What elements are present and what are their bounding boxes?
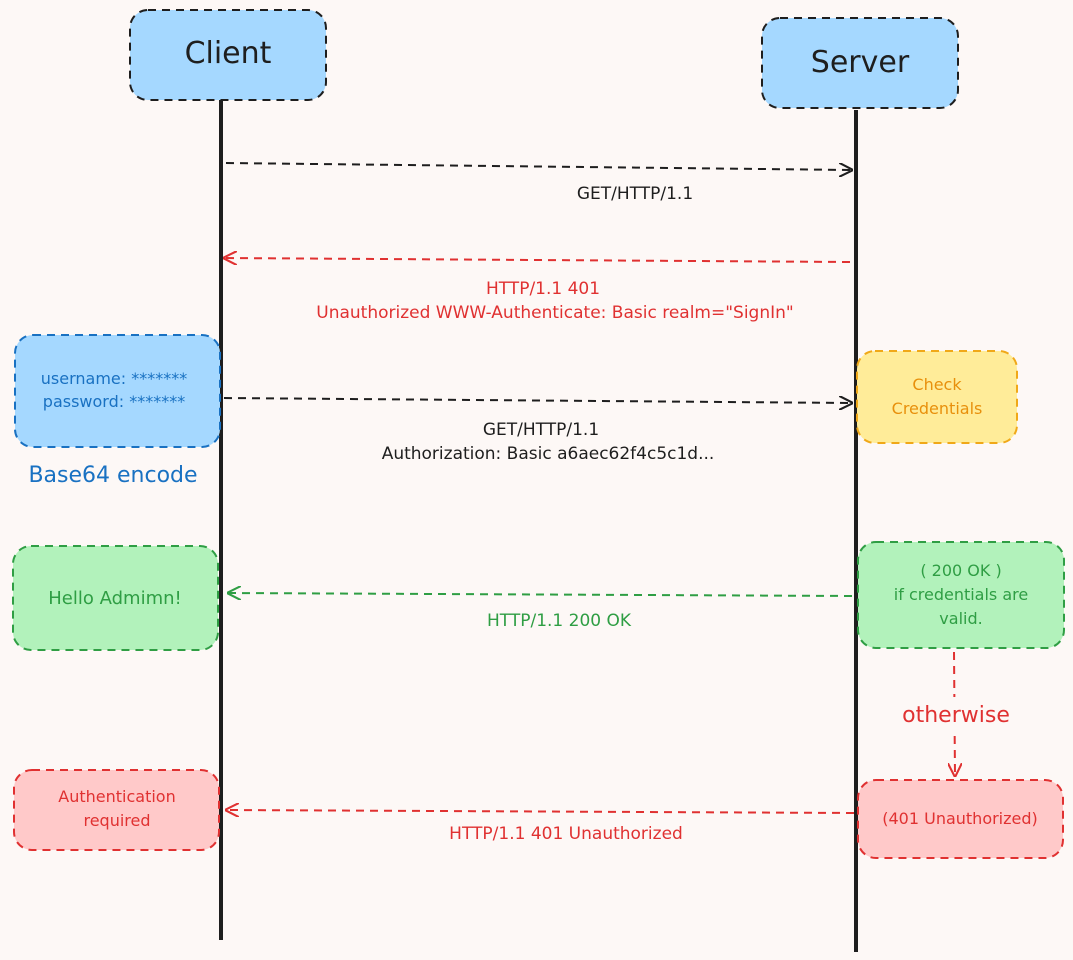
hello-note: Hello Admimn! <box>12 545 219 651</box>
password-text: password: ******* <box>43 392 185 411</box>
otherwise-label-background <box>886 697 1026 731</box>
request-arrow-1 <box>225 162 852 170</box>
challenge-arrow <box>224 258 851 262</box>
client-label: Client <box>185 36 272 71</box>
check-text: Check <box>912 375 962 394</box>
ok-response-arrow <box>228 593 853 596</box>
client-participant: Client <box>129 9 327 101</box>
authentication-text: Authentication <box>58 787 175 806</box>
ok-text-line-2: if credentials are <box>894 585 1028 604</box>
challenge-label-line-2: Unauthorized WWW-Authenticate: Basic rea… <box>316 303 793 323</box>
unauthorized-box-text: (401 Unauthorized) <box>882 809 1038 828</box>
server-label: Server <box>811 45 910 80</box>
credentials-text: Credentials <box>892 399 983 418</box>
unauthorized-response-arrow <box>226 810 855 813</box>
otherwise-label: otherwise <box>902 703 1010 728</box>
required-text: required <box>83 811 150 830</box>
ok-response-label: HTTP/1.1 200 OK <box>487 611 632 631</box>
request-label-2-line-1: GET/HTTP/1.1 <box>483 420 599 440</box>
authentication-required-note: Authentication required <box>13 769 220 851</box>
request-label-1: GET/HTTP/1.1 <box>577 184 693 204</box>
unauthorized-response-label: HTTP/1.1 401 Unauthorized <box>449 824 683 844</box>
request-label-2-line-2: Authorization: Basic a6aec62f4c5c1d... <box>382 444 715 464</box>
ok-text-line-1: ( 200 OK ) <box>920 561 1001 580</box>
ok-text-line-3: valid. <box>939 609 982 628</box>
username-text: username: ******* <box>41 369 187 388</box>
challenge-label-line-1: HTTP/1.1 401 <box>486 279 600 299</box>
hello-text: Hello Admimn! <box>48 588 181 609</box>
check-credentials-note: Check Credentials <box>856 350 1018 444</box>
unauthorized-note: (401 Unauthorized) <box>857 779 1064 859</box>
server-participant: Server <box>761 17 959 109</box>
credentials-note: username: ******* password: ******* <box>14 334 221 448</box>
ok-note: ( 200 OK ) if credentials are valid. <box>857 541 1065 649</box>
request-arrow-2 <box>223 398 852 403</box>
base64-encode-label: Base64 encode <box>28 463 197 488</box>
